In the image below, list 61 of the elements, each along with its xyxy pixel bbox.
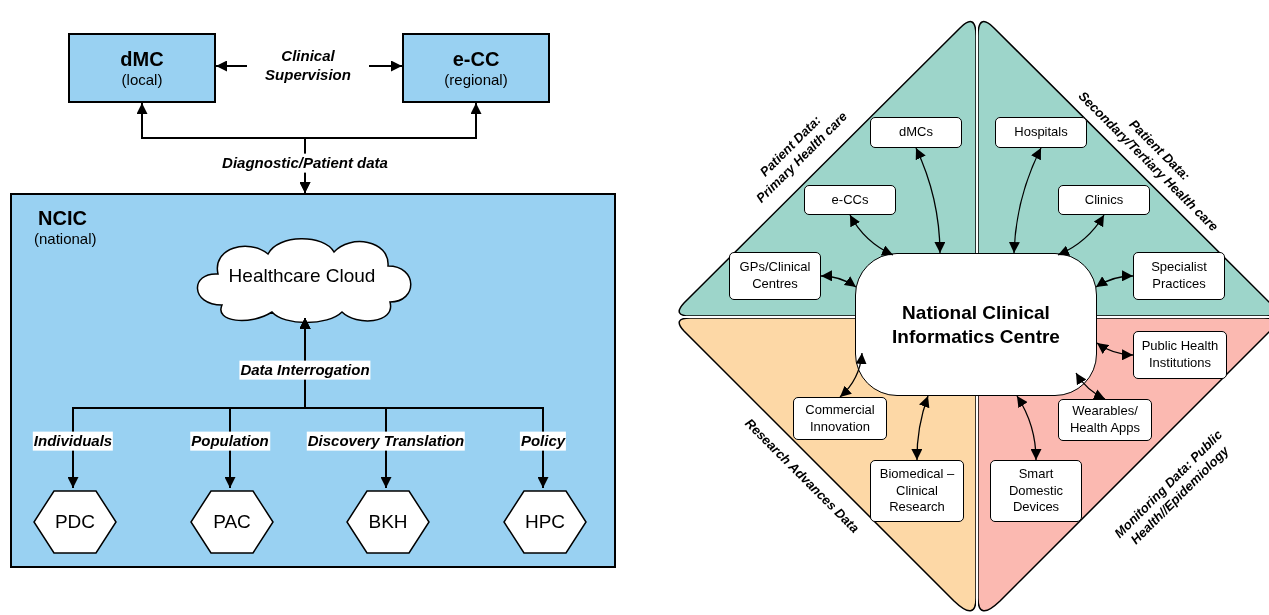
node-label: e-CCs — [830, 191, 870, 209]
rounded-box — [1133, 252, 1225, 300]
arrow — [1095, 270, 1134, 288]
rounded-box — [990, 460, 1082, 522]
arrow — [299, 102, 482, 194]
arrow — [849, 214, 894, 256]
rounded-box — [793, 397, 887, 440]
hexagon-shape — [33, 490, 117, 554]
process-box — [68, 33, 216, 103]
arrow — [839, 352, 867, 398]
hexagon-shape — [346, 490, 430, 554]
edge-label: Policy — [519, 431, 567, 451]
node-label: Wearables/ Health Apps — [1068, 403, 1142, 437]
rounded-box — [804, 185, 896, 215]
node-label: GPs/Clinical Centres — [738, 259, 812, 293]
arrow — [820, 270, 857, 288]
rounded-box — [729, 252, 821, 300]
arrow — [1016, 395, 1042, 461]
node-label: dMCs — [898, 124, 934, 141]
node-label: PAC — [213, 511, 251, 533]
node-label: Biomedical –Clinical Research — [878, 465, 956, 517]
node-label: Hospitals — [1013, 124, 1069, 141]
arrow — [1009, 147, 1042, 254]
node-label: PDC — [54, 511, 96, 533]
node-label: Public Health Institutions — [1140, 338, 1220, 372]
rounded-box — [870, 117, 962, 148]
rounded-box — [1058, 399, 1152, 441]
line-label: Data Interrogation — [239, 360, 371, 380]
hexagon-shape — [503, 490, 587, 554]
arrow — [1075, 372, 1106, 400]
edge-label: Discovery Translation — [306, 431, 466, 451]
node-label: Commercial Innovation — [804, 401, 876, 436]
rounded-box — [870, 460, 964, 522]
box-title: dMC — [120, 48, 164, 71]
container-box — [10, 193, 616, 568]
node-label: Specialist Practices — [1150, 259, 1208, 293]
arrow — [911, 395, 930, 461]
rounded-box — [1133, 331, 1227, 379]
edge-label: Individuals — [32, 431, 114, 451]
box-subtitle: (local) — [121, 71, 163, 88]
process-box — [402, 33, 550, 103]
edge-label: Diagnostic/Patient data — [221, 153, 389, 173]
arrow — [915, 147, 946, 254]
arrow — [1057, 214, 1105, 256]
hexagon-shape — [190, 490, 274, 554]
arrow — [299, 317, 549, 489]
box-subtitle: (national) — [34, 230, 97, 247]
node-label: Smart Domestic Devices — [1007, 465, 1065, 517]
node-label: Healthcare Cloud — [228, 265, 376, 287]
rounded-box — [1058, 185, 1150, 215]
edge-label: Population — [190, 431, 270, 451]
box-title: e-CC — [452, 48, 500, 71]
box-subtitle: (regional) — [444, 71, 508, 88]
node-label: HPC — [524, 511, 566, 533]
node-label: Clinics — [1083, 191, 1125, 209]
rounded-box — [855, 253, 1097, 396]
node-label: National Clinical Informatics Centre — [891, 300, 1061, 349]
node-label: BKH — [368, 511, 408, 533]
arrow — [1096, 342, 1134, 361]
box-title: NCIC — [38, 207, 87, 230]
edge-label: Clinical Supervision — [247, 47, 369, 85]
